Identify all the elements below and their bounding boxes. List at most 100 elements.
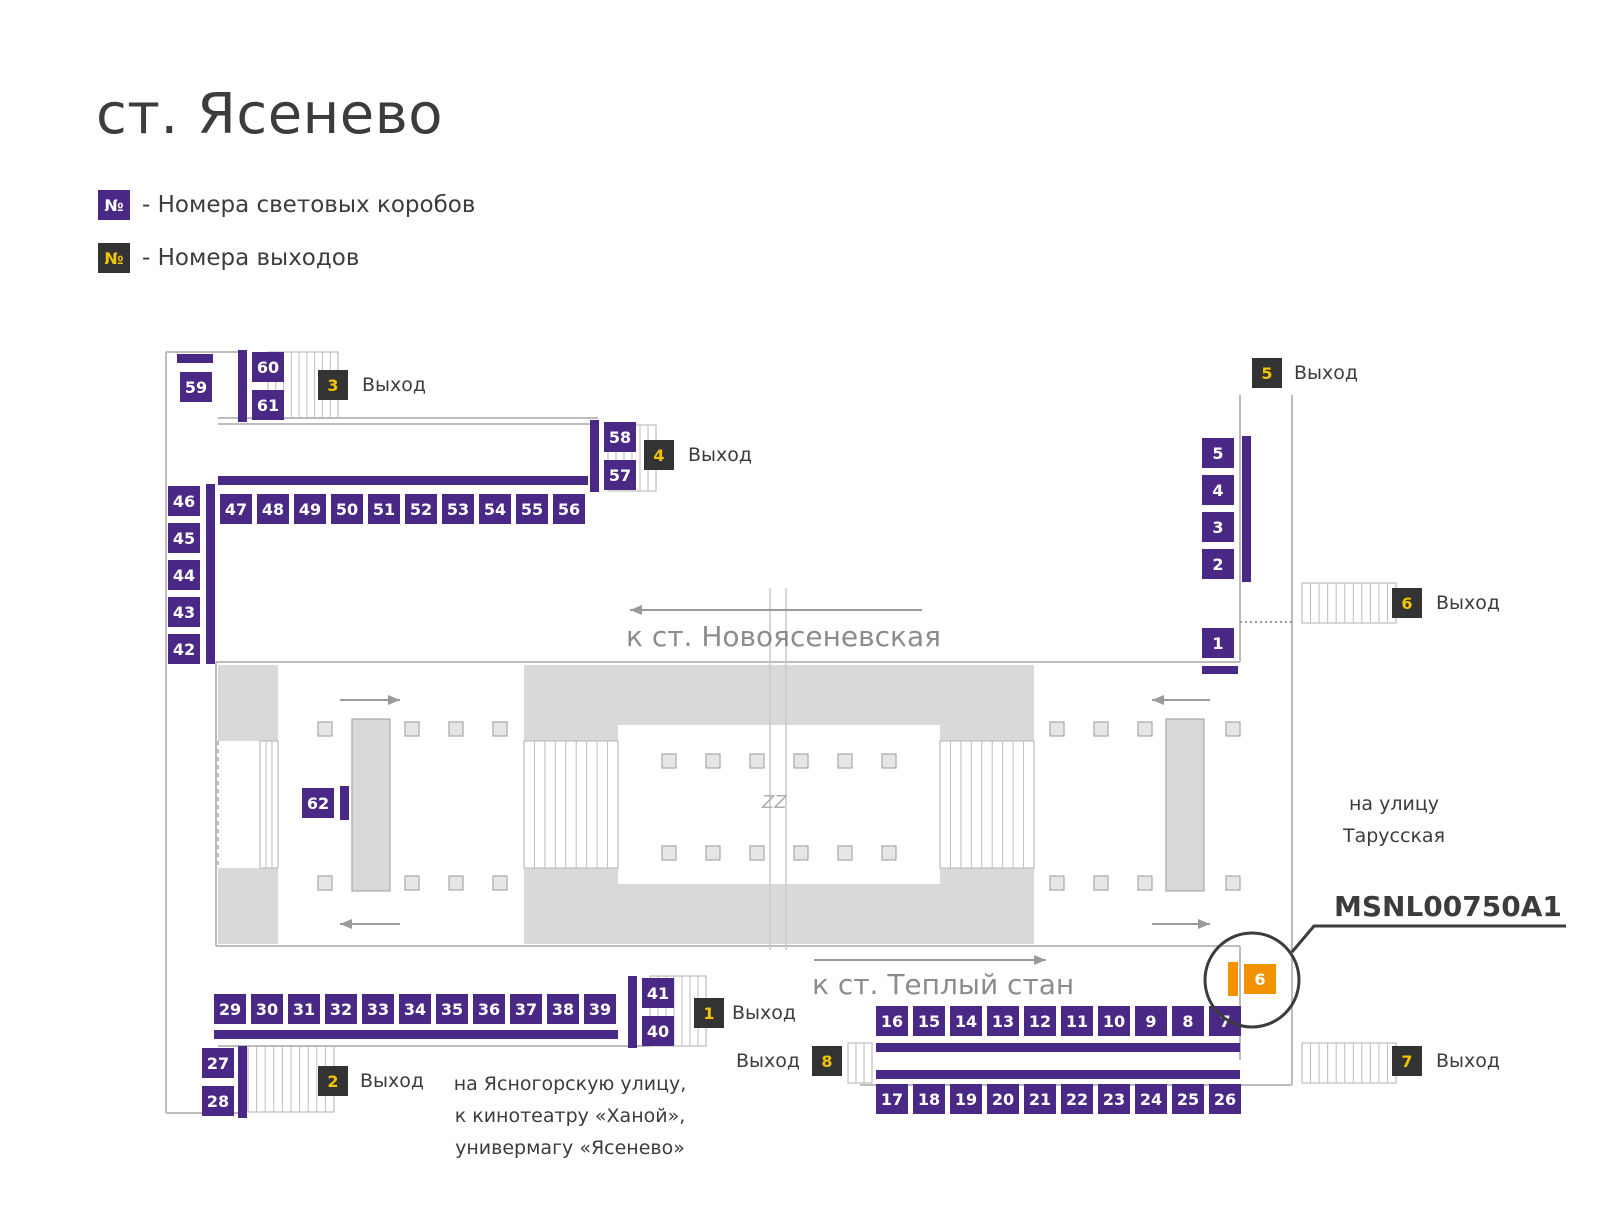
column-pillar — [1225, 721, 1241, 737]
exit-marker — [694, 998, 724, 1028]
arrow-head — [630, 605, 642, 615]
column-pillar — [1093, 721, 1109, 737]
lightbox-number: 51 — [373, 500, 395, 519]
lightbox-marker — [913, 1084, 945, 1114]
lightbox-number: 55 — [521, 500, 543, 519]
lightbox-marker — [214, 994, 246, 1024]
lightbox-marker — [913, 1006, 945, 1036]
column-pillar — [793, 845, 809, 861]
lightbox-number: 56 — [558, 500, 580, 519]
lightbox-marker — [362, 994, 394, 1024]
stair-outline — [1301, 582, 1397, 624]
lightbox-marker — [642, 1016, 674, 1046]
lightbox-number: 40 — [647, 1022, 669, 1041]
lightbox-number: 37 — [515, 1000, 537, 1019]
lightbox-number: 41 — [647, 984, 669, 1003]
lightbox-number: 32 — [330, 1000, 352, 1019]
lightbox-marker — [1135, 1006, 1167, 1036]
lightbox-marker — [473, 994, 505, 1024]
lightbox-20: 20 — [987, 1084, 1019, 1114]
lightbox-legend-swatch: № — [98, 190, 130, 220]
stair-block-right — [1165, 718, 1205, 892]
direction-south-label: к ст. Теплый стан — [812, 968, 1074, 1001]
lightbox-12: 12 — [1024, 1006, 1056, 1036]
column-pillar — [492, 721, 508, 737]
lightbox-marker — [251, 994, 283, 1024]
lightbox-10: 10 — [1098, 1006, 1130, 1036]
lightbox-marker — [1172, 1006, 1204, 1036]
lightbox-number: 42 — [173, 640, 195, 659]
lightbox-number: 36 — [478, 1000, 500, 1019]
lightbox-marker — [604, 422, 636, 452]
lightbox-bar — [214, 1030, 618, 1039]
lightbox-number: 45 — [173, 529, 195, 548]
lightbox-number: 49 — [299, 500, 321, 519]
lightbox-marker — [1209, 1006, 1241, 1036]
lightbox-number: 20 — [992, 1090, 1014, 1109]
exit-legend-label: - Номера выходов — [142, 245, 360, 271]
lightbox-marker — [302, 788, 334, 818]
lightbox-marker — [399, 994, 431, 1024]
structure-block — [940, 665, 1034, 741]
lightbox-number: 28 — [207, 1092, 229, 1111]
structure-block — [618, 665, 940, 725]
lightbox-number: 58 — [609, 428, 631, 447]
lightbox-11: 11 — [1061, 1006, 1093, 1036]
lightbox-number: 9 — [1145, 1012, 1156, 1031]
column-pillar — [404, 721, 420, 737]
column-pillar — [837, 845, 853, 861]
stair-outline — [1301, 1042, 1397, 1084]
lightbox-marker — [1172, 1084, 1204, 1114]
lightbox-17: 17 — [876, 1084, 908, 1114]
lightbox-marker — [1202, 549, 1234, 579]
lightbox-bar — [340, 786, 349, 820]
exit-number: 8 — [821, 1052, 832, 1071]
lightbox-marker — [642, 978, 674, 1008]
lightbox-25: 25 — [1172, 1084, 1204, 1114]
structure-block — [940, 868, 1034, 944]
lightbox-27: 27 — [202, 1048, 234, 1078]
lightbox-marker — [1135, 1084, 1167, 1114]
arrow-south — [814, 955, 1046, 965]
arrow-head — [1198, 919, 1210, 929]
exit-marker — [1252, 358, 1282, 388]
column-pillar — [1225, 875, 1241, 891]
lightbox-marker — [368, 494, 400, 524]
lightbox-number: 14 — [955, 1012, 977, 1031]
lightbox-1: 1 — [1202, 628, 1234, 658]
lightbox-number: 46 — [173, 492, 195, 511]
exit-label: Выход — [688, 444, 752, 466]
lightbox-number: 19 — [955, 1090, 977, 1109]
lightbox-38: 38 — [547, 994, 579, 1024]
highlight-number: 6 — [1254, 970, 1265, 989]
column-pillar — [881, 753, 897, 769]
escalator-center-right — [939, 740, 1035, 869]
lightbox-40: 40 — [642, 1016, 674, 1046]
lightbox-52: 52 — [405, 494, 437, 524]
lightbox-number: 59 — [185, 378, 207, 397]
column-pillar — [1049, 875, 1065, 891]
lightbox-marker — [252, 390, 284, 420]
escalator-outline — [259, 740, 279, 869]
lightbox-number: 34 — [404, 1000, 426, 1019]
yasnogorskaya-label-line: на Ясногорскую улицу, — [454, 1073, 687, 1095]
exit-label: Выход — [360, 1070, 424, 1092]
lightbox-marker — [442, 494, 474, 524]
escalator-outline — [939, 740, 1035, 869]
lightbox-18: 18 — [913, 1084, 945, 1114]
lightbox-42: 42 — [168, 634, 200, 664]
lightbox-number: 31 — [293, 1000, 315, 1019]
yasnogorskaya-label-line: к кинотеатру «Ханой», — [455, 1105, 686, 1127]
lightbox-marker — [220, 494, 252, 524]
exit-marker — [1392, 1046, 1422, 1076]
lightbox-37: 37 — [510, 994, 542, 1024]
lightbox-number: 15 — [918, 1012, 940, 1031]
lightbox-59: 59 — [180, 372, 212, 402]
column-pillar — [1137, 875, 1153, 891]
stair-flow-arrow — [340, 919, 400, 929]
arrow-north — [630, 605, 922, 615]
